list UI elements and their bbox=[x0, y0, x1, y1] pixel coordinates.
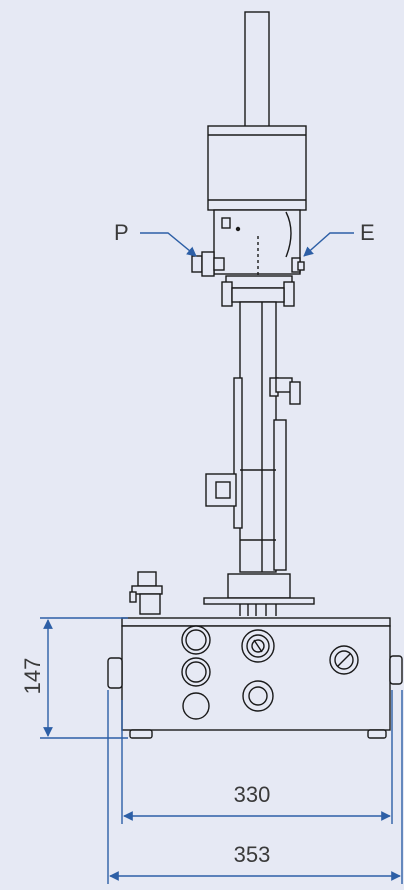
dimension-height: 147 bbox=[20, 617, 128, 739]
dimension-outer-width-text: 353 bbox=[234, 842, 271, 867]
label-e-text: E bbox=[360, 220, 375, 245]
label-p-text: P bbox=[114, 220, 129, 245]
fitting-p bbox=[191, 251, 225, 277]
label-e: E bbox=[303, 220, 375, 257]
column bbox=[233, 301, 287, 573]
cylinder-head bbox=[207, 125, 307, 211]
box-top-fitting bbox=[129, 571, 163, 615]
gauges bbox=[181, 625, 359, 720]
column-base bbox=[203, 573, 315, 616]
label-p: P bbox=[114, 220, 197, 257]
fitting-e bbox=[291, 257, 305, 273]
side-block bbox=[205, 473, 237, 507]
dimension-inner-width: 330 bbox=[121, 690, 393, 824]
dimension-inner-width-text: 330 bbox=[234, 782, 271, 807]
top-rod bbox=[244, 11, 270, 128]
valve-block bbox=[213, 209, 301, 276]
dimension-height-text: 147 bbox=[20, 658, 45, 695]
elbow-fitting bbox=[275, 377, 301, 405]
clamp-bracket bbox=[221, 275, 295, 307]
dimension-outer-width: 353 bbox=[107, 690, 403, 884]
